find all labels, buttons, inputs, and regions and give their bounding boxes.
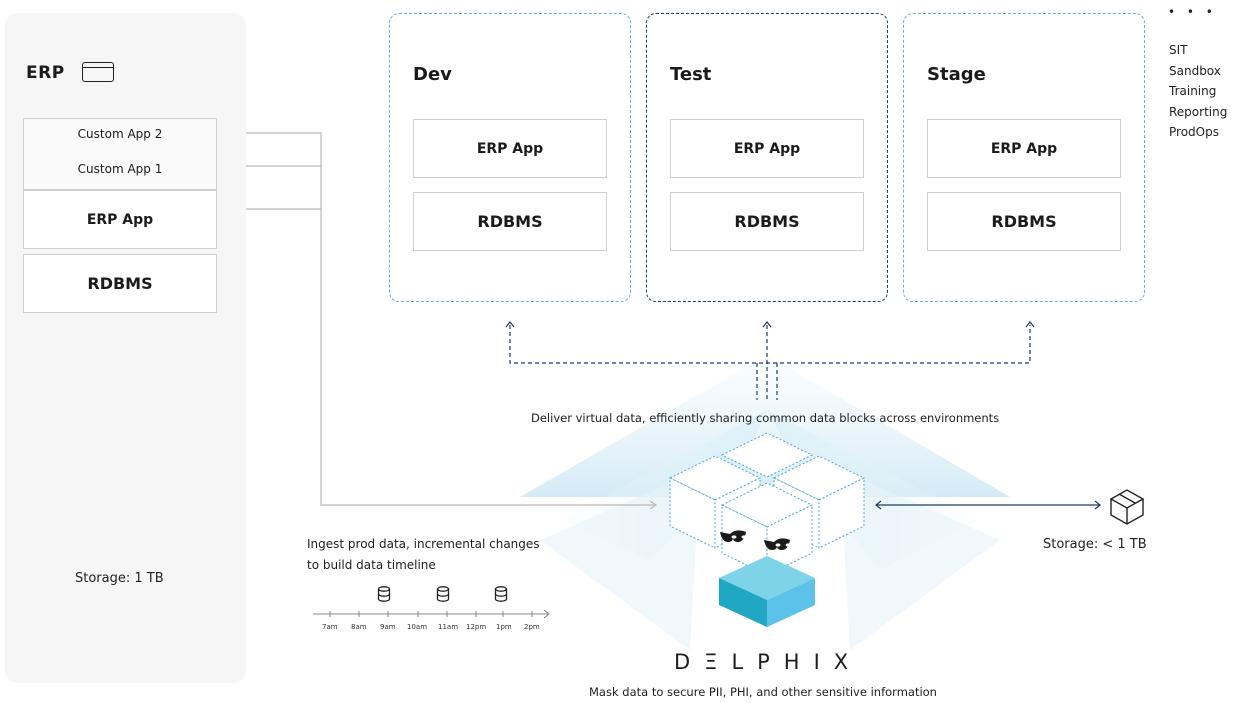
custom-app-1-box: Custom App 1	[23, 149, 217, 190]
erp-title: ERP	[26, 63, 65, 83]
extra-env-item: Training	[1169, 84, 1217, 98]
timeline-label: 9am	[380, 623, 396, 631]
virtual-storage-arrow	[875, 500, 1101, 510]
timeline-label: 10am	[407, 623, 428, 631]
erp-app-box: ERP App	[23, 190, 217, 249]
delphix-base	[719, 556, 815, 627]
virtual-storage-label: Storage: < 1 TB	[1043, 537, 1147, 552]
env-test-rdbms-label: RDBMS	[734, 212, 800, 231]
delphix-cube-cluster	[668, 432, 866, 576]
env-test-erp-app: ERP App	[670, 119, 864, 178]
env-dev-rdbms: RDBMS	[413, 192, 607, 251]
env-dev-title: Dev	[413, 64, 452, 85]
env-dev-erp-app: ERP App	[413, 119, 607, 178]
custom-app-2-label: Custom App 2	[77, 127, 163, 141]
env-test-rdbms: RDBMS	[670, 192, 864, 251]
custom-app-1-label: Custom App 1	[77, 162, 163, 176]
rdbms-box: RDBMS	[23, 254, 217, 313]
mask-caption: Mask data to secure PII, PHI, and other …	[589, 685, 937, 699]
mask-icon	[720, 530, 791, 550]
env-test-title: Test	[670, 64, 712, 85]
timeline-label: 1pm	[496, 623, 512, 631]
erp-storage-label: Storage: 1 TB	[75, 571, 164, 586]
timeline-label: 2pm	[524, 623, 540, 631]
timeline-label: 12pm	[466, 623, 487, 631]
env-dev: Dev ERP App RDBMS	[389, 13, 631, 302]
timeline-label: 7am	[322, 623, 338, 631]
ellipsis-icon: • • •	[1168, 5, 1217, 19]
ingest-caption-line2: to build data timeline	[307, 558, 436, 572]
timeline-axis	[313, 609, 550, 619]
window-icon	[82, 62, 114, 82]
env-test-erp-app-label: ERP App	[733, 140, 801, 157]
env-stage: Stage ERP App RDBMS	[903, 13, 1145, 302]
delivery-arrows	[509, 325, 1031, 400]
env-dev-erp-app-label: ERP App	[476, 140, 544, 157]
env-test: Test ERP App RDBMS	[646, 13, 888, 302]
deliver-caption: Deliver virtual data, efficiently sharin…	[531, 411, 1000, 425]
beam-lower-left	[540, 470, 700, 650]
env-stage-erp-app: ERP App	[927, 119, 1121, 178]
delphix-logo: DΞLPHIX	[674, 650, 863, 674]
timeline-label: 8am	[351, 623, 367, 631]
extra-env-item: Sandbox	[1169, 63, 1221, 78]
timeline-label: 11am	[438, 623, 459, 631]
virtual-storage-box-icon	[1109, 489, 1145, 525]
env-stage-title: Stage	[927, 64, 986, 85]
beam-lower-right	[840, 470, 1000, 650]
database-icon	[377, 586, 508, 602]
extra-env-item: SIT	[1169, 43, 1188, 57]
extra-env-item: Reporting	[1169, 104, 1228, 119]
env-stage-rdbms: RDBMS	[927, 192, 1121, 251]
erp-app-label: ERP App	[86, 211, 154, 228]
ingest-caption-line1: Ingest prod data, incremental changes	[307, 537, 540, 551]
env-stage-rdbms-label: RDBMS	[991, 212, 1057, 231]
env-dev-rdbms-label: RDBMS	[477, 212, 543, 231]
extra-env-item: ProdOps	[1169, 125, 1219, 139]
ingest-caption: Ingest prod data, incremental changes to…	[307, 534, 540, 576]
delivery-arrowheads	[505, 321, 1035, 328]
extra-env-list: SIT Sandbox Training Reporting ProdOps	[1169, 40, 1227, 143]
rdbms-label: RDBMS	[87, 274, 153, 293]
env-stage-erp-app-label: ERP App	[990, 140, 1058, 157]
custom-app-2-box: Custom App 2	[23, 118, 217, 150]
delivery-beam	[520, 355, 1010, 497]
